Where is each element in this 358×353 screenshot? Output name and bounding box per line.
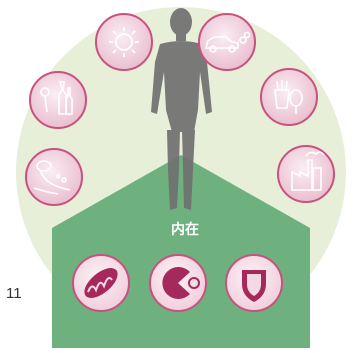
bubble-fast-food <box>260 68 318 126</box>
car-exhaust-icon <box>204 31 251 53</box>
shield-icon <box>242 270 266 302</box>
mitochondria-icon <box>84 268 118 298</box>
page-number: 11 <box>6 285 22 302</box>
bubble-shield <box>225 254 283 312</box>
bubble-pollution-pipe <box>25 148 83 206</box>
factory-icon <box>291 151 325 191</box>
bubble-mitochondria <box>72 254 130 312</box>
house-label: 内在 <box>171 222 199 238</box>
cell-icon <box>162 267 200 299</box>
bubble-alcohol-smoking <box>29 71 87 129</box>
sun-icon <box>109 27 139 57</box>
human-figure-icon <box>151 8 212 210</box>
bubble-factory <box>277 145 335 203</box>
bubble-sun <box>95 13 153 71</box>
bubble-cell <box>149 254 207 312</box>
bubble-car-exhaust <box>198 13 256 71</box>
fast-food-icon <box>274 80 303 114</box>
alcohol-smoking-icon <box>40 81 73 115</box>
pollution-pipe-icon <box>33 160 71 195</box>
